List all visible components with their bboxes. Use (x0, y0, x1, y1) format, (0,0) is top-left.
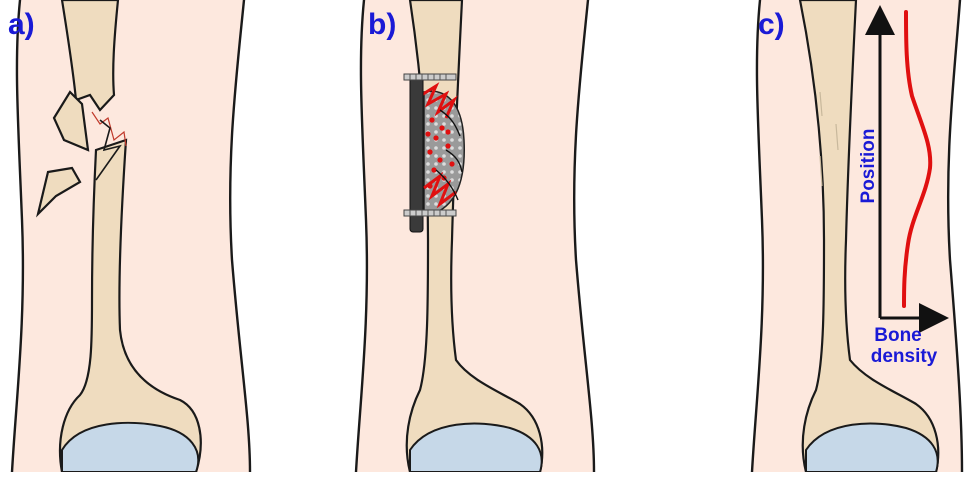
screw-top (404, 74, 456, 80)
panel-label-b: b) (368, 10, 396, 40)
panel-label-a: a) (8, 10, 35, 40)
panel-label-c: c) (758, 10, 785, 40)
panel-c: Position Bone density (752, 0, 962, 472)
panel-b (356, 0, 594, 472)
screw-bottom (404, 210, 456, 216)
panel-a (12, 0, 250, 472)
fixation-plate (410, 74, 423, 232)
graph-x-axis-label-line2: density (871, 346, 938, 367)
graph-y-axis-label: Position (858, 129, 879, 204)
graph-x-axis-label-line1: Bone (874, 325, 922, 346)
